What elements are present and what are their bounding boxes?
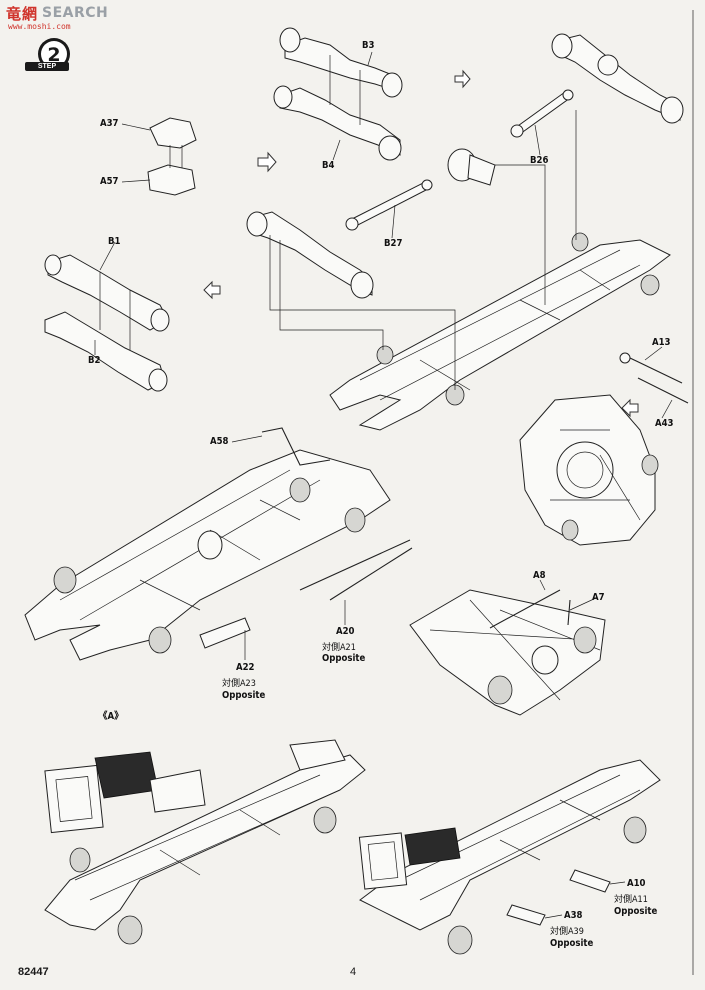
engine-front-detail-drawing xyxy=(519,394,659,546)
step-label: STEP xyxy=(25,62,69,71)
watermark-url: www.moshi.com xyxy=(8,22,71,31)
driveshaft-b27-drawing xyxy=(345,179,433,231)
label-a43: A43 xyxy=(655,418,674,429)
watermark-logo: 竜網 xyxy=(6,4,39,23)
driveshaft-b26-drawing xyxy=(447,89,574,186)
label-a20: A20 xyxy=(336,626,355,637)
axle-b3-b4-drawing xyxy=(273,27,403,161)
label-sub-assembly-a: 《A》 xyxy=(98,711,124,722)
leader-lines xyxy=(94,51,673,919)
label-b27: B27 xyxy=(384,238,403,249)
part-a37-a57-drawing xyxy=(147,117,197,196)
watermark-text: SEARCH xyxy=(42,5,109,21)
chassis-bottom-left-drawing xyxy=(44,739,366,945)
label-a23: 対側A23 xyxy=(222,679,256,689)
label-a22: A22 xyxy=(236,662,255,673)
flow-arrow-4 xyxy=(621,398,639,418)
label-b4: B4 xyxy=(322,160,335,171)
chassis-bottom-right-drawing xyxy=(358,759,661,955)
chassis-middle-left-drawing xyxy=(24,427,413,661)
label-a8: A8 xyxy=(533,570,546,581)
label-b3: B3 xyxy=(362,40,375,51)
label-a39-opposite: Opposite xyxy=(550,938,594,949)
front-axle-drawing xyxy=(246,211,374,299)
label-b2: B2 xyxy=(88,355,101,366)
part-a13-a43-drawing xyxy=(619,352,689,404)
label-a7: A7 xyxy=(592,592,605,603)
label-a39: 対側A39 xyxy=(550,927,584,937)
page-number: 4 xyxy=(350,966,357,978)
label-a11: 対側A11 xyxy=(614,895,648,905)
label-b1: B1 xyxy=(108,236,121,247)
part-b1-b2-drawing xyxy=(44,254,170,392)
flow-arrow-3 xyxy=(203,280,221,300)
step-number: 2 xyxy=(47,44,60,66)
label-a10: A10 xyxy=(627,878,646,889)
label-a57: A57 xyxy=(100,176,119,187)
rear-axle-drawing xyxy=(551,33,684,124)
label-a11-opposite: Opposite xyxy=(614,906,658,917)
watermark: 竜網 SEARCH xyxy=(6,2,108,24)
product-code: 82447 xyxy=(18,966,49,978)
flow-arrow-1 xyxy=(257,151,277,173)
ladder-frame-top-drawing xyxy=(269,110,671,431)
label-a23-opposite: Opposite xyxy=(222,690,266,701)
chassis-middle-right-drawing xyxy=(409,589,606,716)
label-a21-opposite: Opposite xyxy=(322,653,366,664)
label-a13: A13 xyxy=(652,337,671,348)
label-a38: A38 xyxy=(564,910,583,921)
label-a21: 対側A21 xyxy=(322,643,356,653)
label-b26: B26 xyxy=(530,155,549,166)
label-a58: A58 xyxy=(210,436,229,447)
label-a37: A37 xyxy=(100,118,119,129)
flow-arrow-2 xyxy=(454,69,471,89)
